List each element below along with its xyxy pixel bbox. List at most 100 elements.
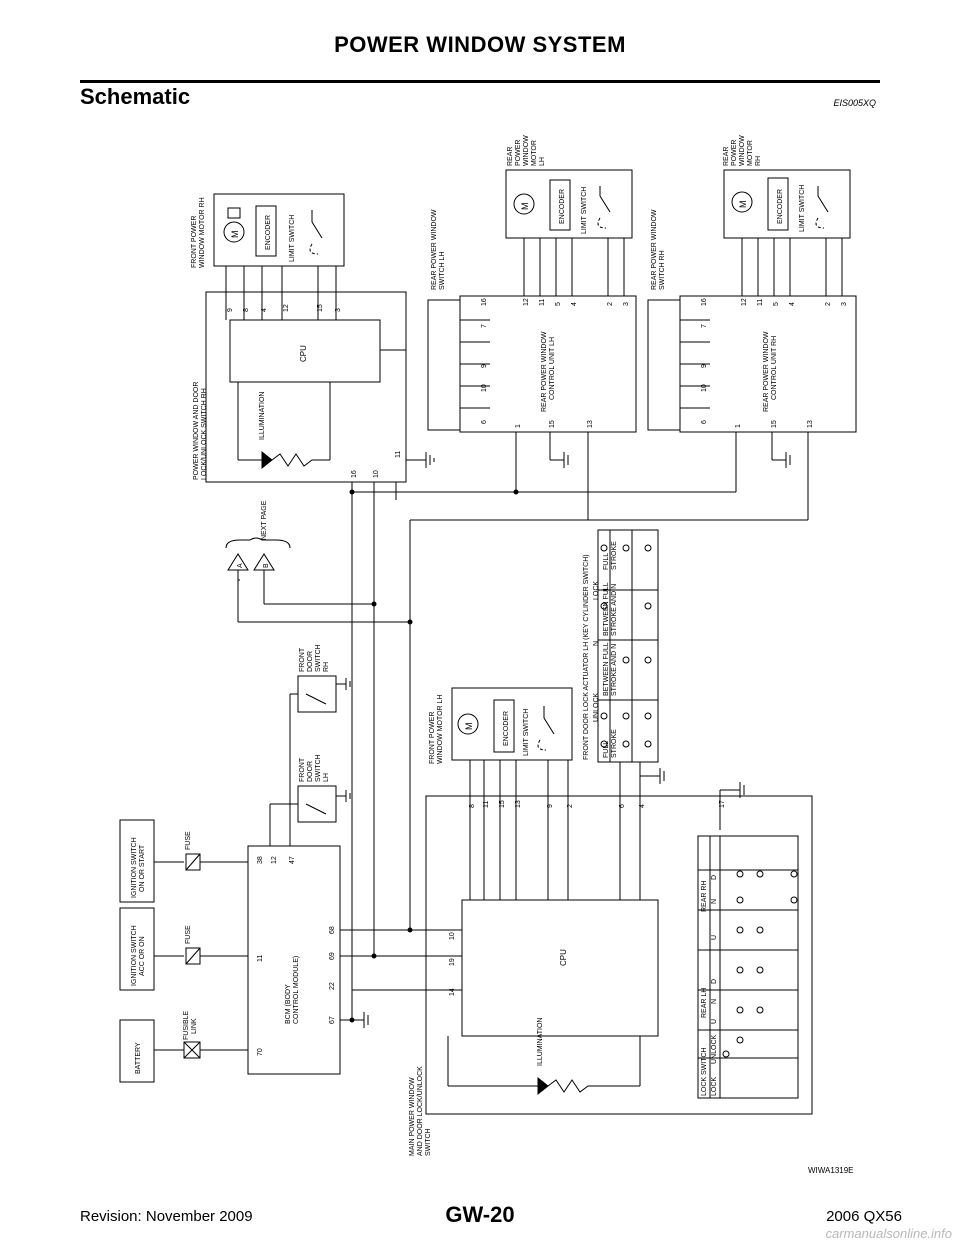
lock-col-label: LOCK <box>711 1077 718 1096</box>
pin-main-2: 2 <box>567 804 574 808</box>
rear-motor-rh-box <box>723 169 851 239</box>
motor-lh-rear <box>513 193 535 215</box>
ign-acc-box <box>119 907 155 991</box>
rear-rh-label: REAR RH <box>701 880 708 912</box>
motor-label-lh-rear: M <box>520 203 530 211</box>
rear-motor-rh-label-3: WINDOW <box>739 135 746 166</box>
pin-rlh-16: 16 <box>481 298 488 306</box>
footer-revision: Revision: November 2009 <box>80 1208 253 1225</box>
pin-rrh-1: 1 <box>735 424 742 428</box>
encoder-lh-rear <box>549 179 571 231</box>
pin-rh-11: 11 <box>395 451 402 458</box>
pin-rrh-13: 13 <box>807 420 814 428</box>
pin-rlh-12: 12 <box>523 298 530 306</box>
encoder-rh-front <box>255 205 277 257</box>
motor-lh-front <box>457 713 479 735</box>
rear-switch-rh-label-1: REAR POWER WINDOW <box>651 209 658 290</box>
rear-motor-rh-label-2: POWER <box>731 140 738 166</box>
pin-rh-4: 4 <box>261 308 268 312</box>
figure-code: WIWA1319E <box>808 1166 854 1175</box>
pin-rlh-5: 5 <box>555 302 562 306</box>
rear-motor-rh-label-1: REAR <box>723 147 730 166</box>
main-switch-label-3: SWITCH <box>425 1128 432 1156</box>
main-switch-label-1: MAIN POWER WINDOW <box>409 1077 416 1156</box>
encoder-rh-rear <box>767 177 789 231</box>
rear-rh-u: U <box>711 935 718 940</box>
pin-rrh-16: 16 <box>701 298 708 306</box>
pin-main-10: 10 <box>449 932 456 940</box>
door-lock-actuator-table <box>597 529 659 763</box>
pin-main-15: 15 <box>499 800 506 808</box>
pin-rh-16: 16 <box>351 470 358 478</box>
encoder-lh-front <box>493 699 515 753</box>
pin-main-17: 17 <box>719 800 726 808</box>
pw-switch-rh-cpu <box>229 319 381 383</box>
main-switch-cpu <box>461 899 659 1037</box>
header-rule <box>80 80 880 83</box>
fuse-acc-label: FUSE <box>185 925 192 944</box>
resistor-main <box>547 1079 640 1093</box>
ign-on-label-1: IGNITION SWITCH <box>131 837 138 898</box>
limit-switch-label-lh-front: LIMIT SWITCH <box>523 709 530 756</box>
pin-rlh-10: 10 <box>481 384 488 392</box>
limit-switch-label-rh-rear: LIMIT SWITCH <box>799 185 806 232</box>
pin-main-19: 19 <box>449 958 456 966</box>
lock-label: LOCK <box>593 581 600 600</box>
pin-rlh-1: 1 <box>515 424 522 428</box>
pin-rh-9: 9 <box>227 308 234 312</box>
battery-box <box>119 1019 155 1083</box>
rear-switch-rh-label-2: SWITCH RH <box>659 250 666 290</box>
lock-switch-label: LOCK SWITCH <box>701 1047 708 1096</box>
rear-lh-n: N <box>711 999 718 1004</box>
rear-switch-lh-label-2: SWITCH LH <box>439 252 446 291</box>
battery-label: BATTERY <box>135 1042 142 1074</box>
pw-switch-rh-label-1: POWER WINDOW AND DOOR <box>193 382 200 480</box>
front-motor-rh-label-1: FRONT POWER <box>191 216 198 268</box>
pin-rrh-5: 5 <box>773 302 780 306</box>
pin-rrh-7: 7 <box>701 324 708 328</box>
front-motor-lh-label-2: WINDOW MOTOR LH <box>437 695 444 764</box>
pin-bcm-70: 70 <box>257 1048 264 1056</box>
encoder-label-rh-front: ENCODER <box>265 215 272 250</box>
door-switch-lh-label-3: SWITCH <box>315 754 322 782</box>
pin-main-4: 4 <box>639 804 646 808</box>
illumination-led-rh <box>261 450 273 470</box>
pin-bcm-38: 38 <box>257 856 264 864</box>
ign-on-box <box>119 819 155 903</box>
lock-switch-table <box>697 835 799 1099</box>
pin-rrh-9: 9 <box>701 364 708 368</box>
rear-motor-lh-label-5: LH <box>539 157 546 166</box>
pin-bcm-12: 12 <box>271 856 278 864</box>
door-switch-rh-label-1: FRONT <box>299 647 306 672</box>
front-motor-lh-label-1: FRONT POWER <box>429 712 436 764</box>
cpu-label-main: CPU <box>559 949 568 966</box>
pin-main-13: 13 <box>515 800 522 808</box>
connector-b <box>253 553 275 571</box>
pin-rlh-6: 6 <box>481 420 488 424</box>
connector-b-label: B <box>263 563 270 568</box>
encoder-label-rh-rear: ENCODER <box>777 189 784 224</box>
unlock-col-label: UNLOCK <box>711 1034 718 1064</box>
pin-main-8: 8 <box>469 804 476 808</box>
connector-a-label: A <box>237 563 244 568</box>
pin-rrh-15: 15 <box>771 420 778 428</box>
door-switch-lh-label-1: FRONT <box>299 757 306 782</box>
pin-rrh-12: 12 <box>741 298 748 306</box>
front-motor-lh-box <box>451 687 573 761</box>
motor-label-rh-rear: M <box>738 201 748 209</box>
illumination-label-rh: ILLUMINATION <box>259 392 266 441</box>
pin-rlh-7: 7 <box>481 324 488 328</box>
next-page-label: NEXT PAGE <box>261 500 268 540</box>
ign-on-label-2: ON OR START <box>139 844 146 892</box>
main-switch-box <box>425 795 813 1115</box>
full-stroke-lock-2: STROKE <box>611 541 618 570</box>
pin-rlh-3: 3 <box>623 302 630 306</box>
door-lock-actuator-label: FRONT DOOR LOCK ACTUATOR LH (KEY CYLINDE… <box>583 554 590 760</box>
rear-motor-rh-label-4: MOTOR <box>747 140 754 166</box>
illumination-led-main <box>537 1076 549 1096</box>
rear-ctrl-rh-label-2: CONTROL UNIT RH <box>771 336 778 400</box>
footer-page-number: GW-20 <box>445 1202 515 1227</box>
rear-motor-lh-label-4: MOTOR <box>531 140 538 166</box>
pin-rrh-6: 6 <box>701 420 708 424</box>
